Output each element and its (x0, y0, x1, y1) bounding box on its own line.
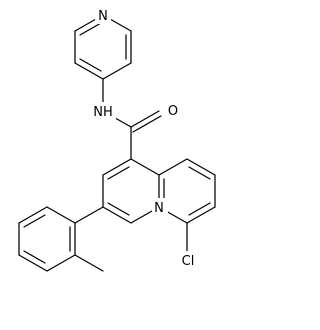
double-bond-inner (23, 214, 46, 228)
quinoline-nitrogen-label: N (154, 201, 164, 216)
double-bond-inner (132, 115, 162, 133)
double-bond-inner (79, 58, 102, 72)
chlorine-label: Cl (182, 254, 195, 269)
double-bond-inner (23, 250, 46, 264)
molecule-structure: N NH O N Cl (18, 6, 216, 272)
bond (18, 206, 48, 224)
quinoline-benzo-ring (158, 158, 216, 256)
bond (46, 254, 76, 272)
bond (102, 158, 132, 176)
bond (186, 158, 216, 176)
bond (158, 158, 188, 176)
bond (130, 110, 160, 128)
methyl-bond (74, 254, 104, 272)
amide-nh-label: NH (93, 105, 113, 120)
double-bond-inner (107, 166, 130, 180)
double-bond-inner (188, 166, 211, 180)
bond (102, 206, 132, 224)
quinoline-pyridine-ring (102, 158, 160, 224)
bond (130, 158, 160, 176)
atom-labels: N NH O N Cl (90, 6, 200, 269)
bond (46, 206, 76, 224)
pyridine-ring (74, 14, 132, 80)
bond (102, 62, 132, 80)
double-bond-inner (188, 202, 211, 216)
carbonyl-oxygen-label: O (168, 104, 178, 119)
double-bond-inner (79, 22, 102, 36)
double-bond-inner (107, 202, 130, 216)
bond (74, 206, 104, 224)
tolyl-ring (18, 206, 104, 272)
bond (74, 62, 104, 80)
bond (186, 206, 216, 224)
bond (18, 254, 48, 272)
pyridine-nitrogen-label: N (98, 9, 108, 24)
